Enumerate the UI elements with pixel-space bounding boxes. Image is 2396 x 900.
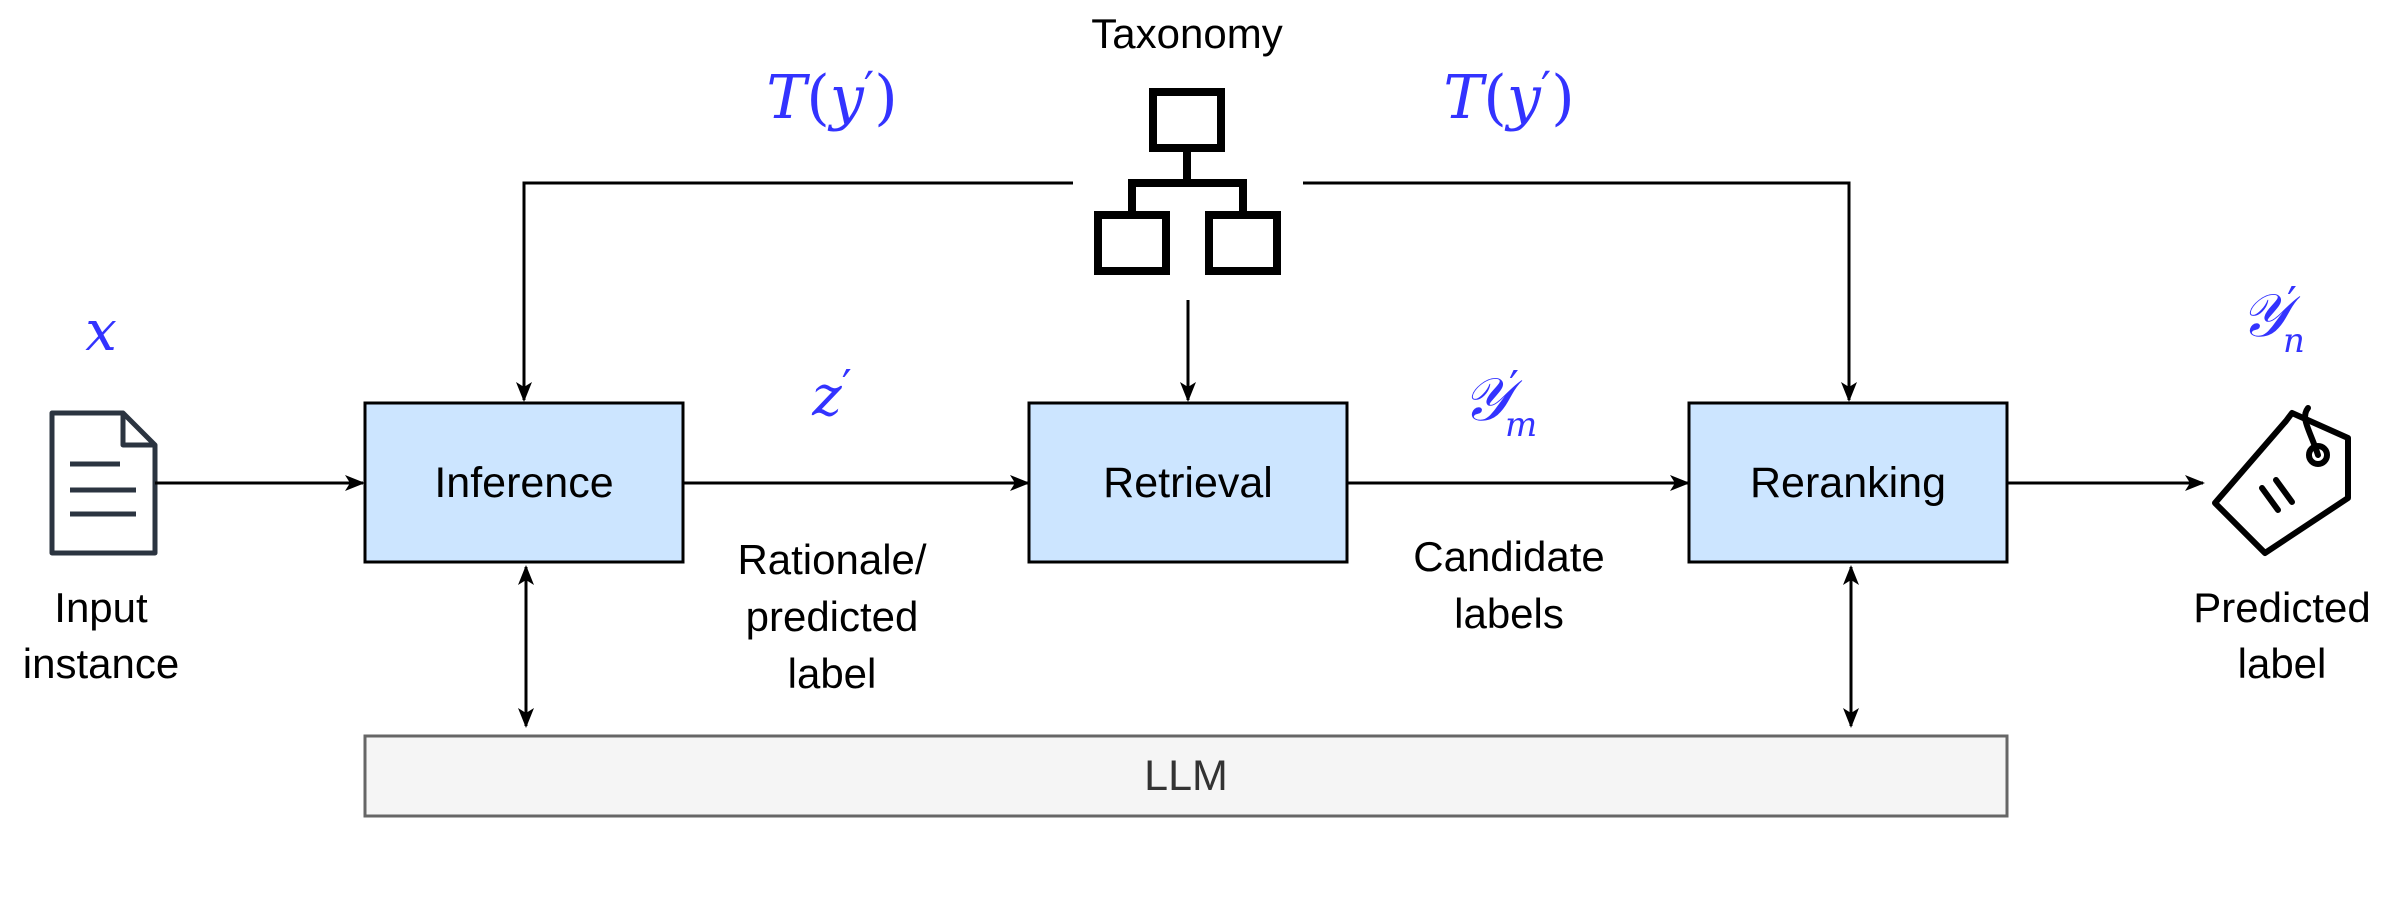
reranking-label: Reranking xyxy=(1750,459,1946,507)
inference-label: Inference xyxy=(434,459,613,507)
candidate-label-line2: labels xyxy=(1454,590,1564,637)
llm-block: LLM xyxy=(363,734,2009,818)
taxonomy-label: Taxonomy xyxy=(1091,10,1282,57)
document-icon xyxy=(49,410,158,556)
arrow-taxonomy-to-inference xyxy=(516,181,1073,402)
rationale-label-line3: label xyxy=(788,650,877,697)
math-taxonomy-left: T(y′) xyxy=(766,61,897,133)
hierarchy-icon xyxy=(1094,88,1281,275)
math-taxonomy-right: T(y′) xyxy=(1443,61,1574,133)
reranking-block: Reranking xyxy=(1687,401,2009,564)
inference-block: Inference xyxy=(363,401,685,564)
math-x: x xyxy=(85,299,117,364)
math-z-prime: z′ xyxy=(811,361,852,429)
arrow-taxonomy-to-reranking xyxy=(1303,181,1857,402)
rationale-label-line1: Rationale/ xyxy=(737,536,926,583)
math-candidates: 𝒴′m xyxy=(1462,362,1537,445)
candidate-label-line1: Candidate xyxy=(1413,533,1604,580)
tag-icon xyxy=(2212,405,2351,556)
input-label-line1: Input xyxy=(54,584,148,631)
retrieval-block: Retrieval xyxy=(1027,401,1349,564)
predicted-label-line1: Predicted xyxy=(2193,584,2370,631)
input-label-line2: instance xyxy=(23,640,179,687)
retrieval-label: Retrieval xyxy=(1103,459,1273,507)
rationale-label-line2: predicted xyxy=(746,593,919,640)
llm-label: LLM xyxy=(1144,752,1228,800)
predicted-label-line2: label xyxy=(2238,640,2327,687)
math-predicted: 𝒴′n xyxy=(2240,278,2305,361)
